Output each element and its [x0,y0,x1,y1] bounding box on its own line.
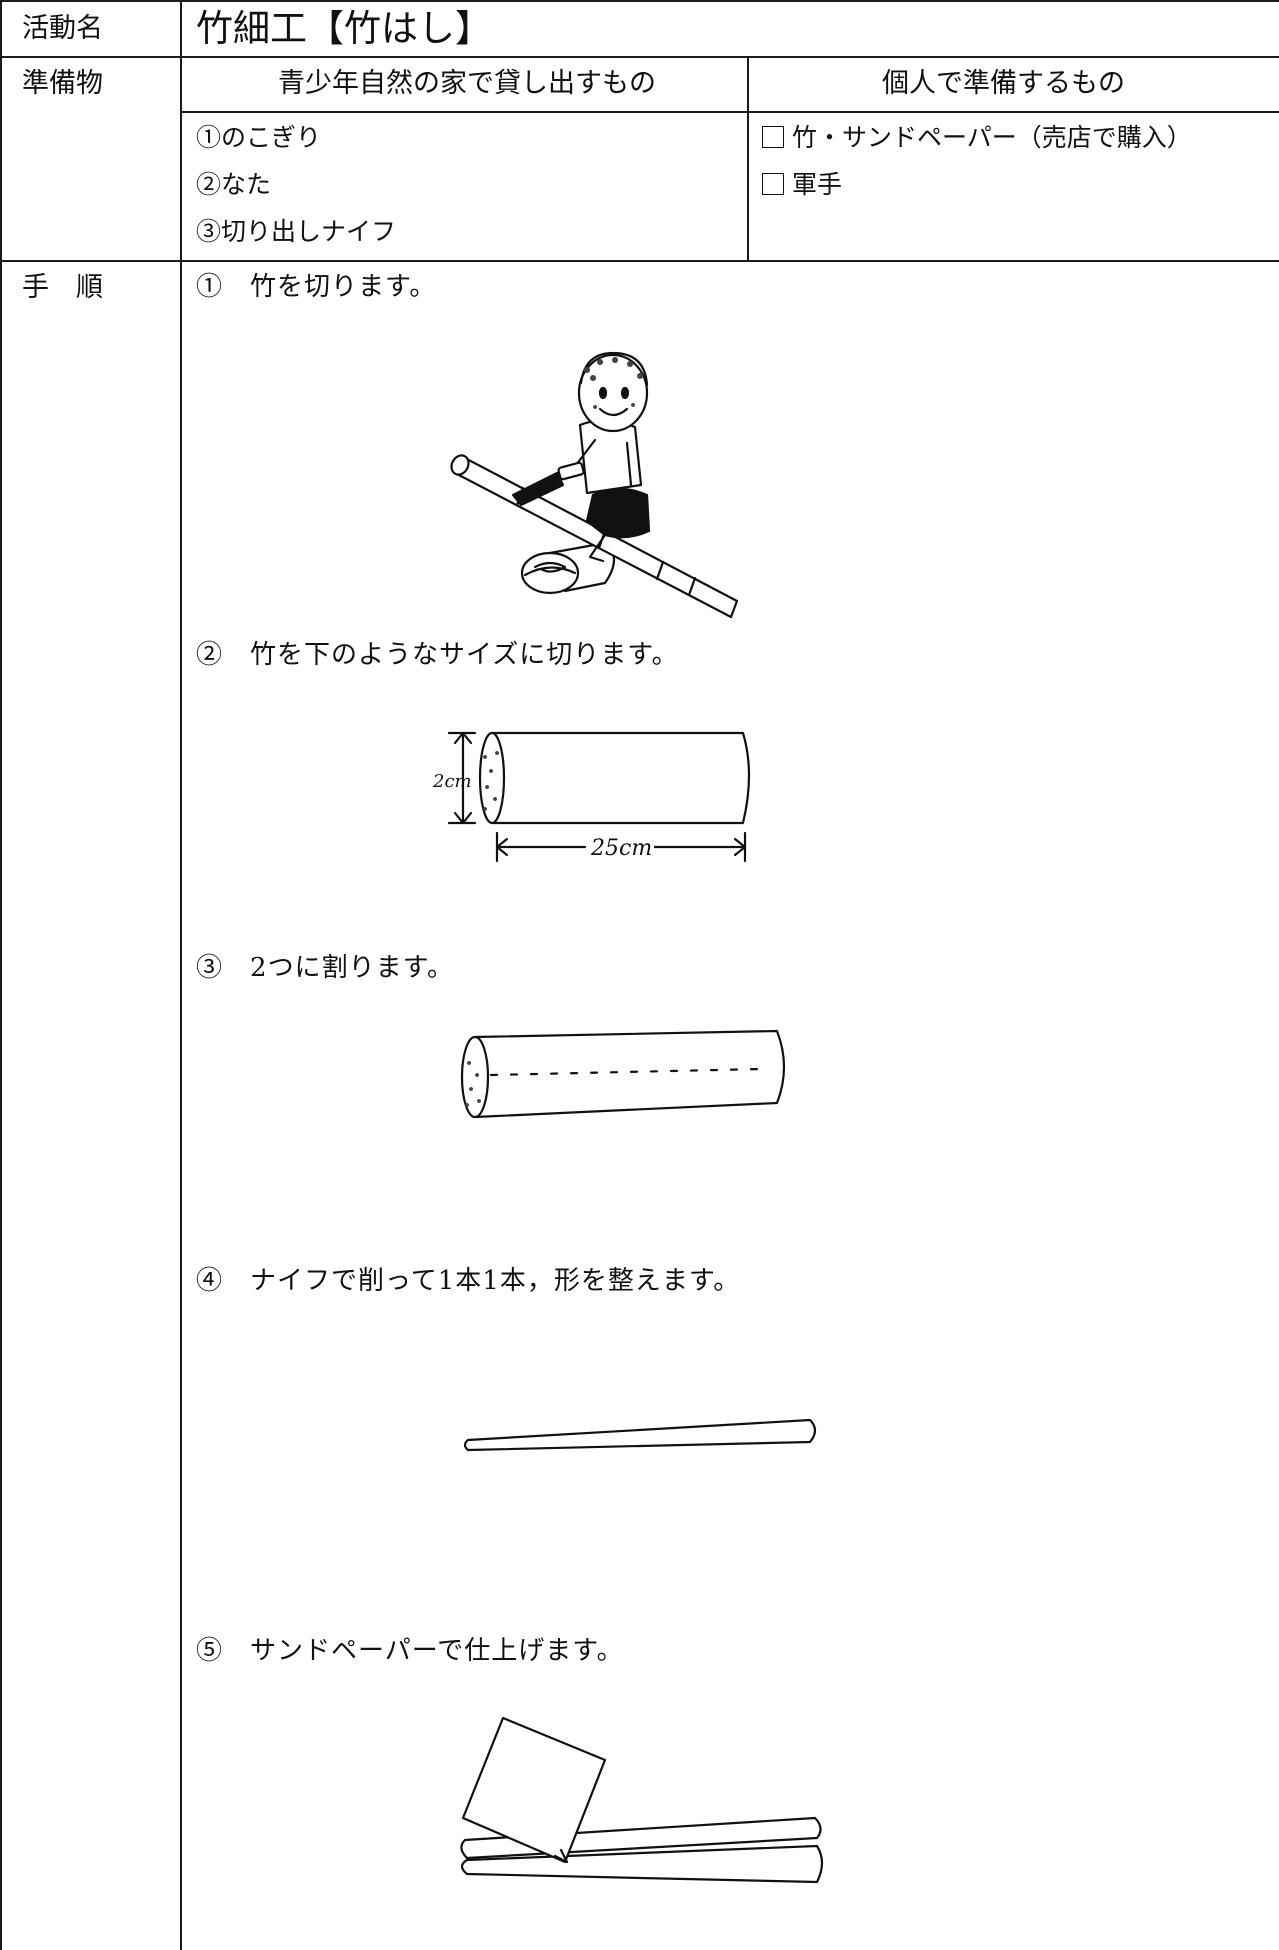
procedure-label: 手 順 [22,272,103,303]
step-5: ⑤ サンドペーパーで仕上げます。 [196,1638,624,1664]
length-label: 25cm [590,836,652,861]
lend-item: ③切り出しナイフ [196,217,397,246]
step-number: ④ [196,1266,224,1296]
lend-item: ①のこぎり [196,123,322,152]
step-4: ④ ナイフで削って1本1本，形を整えます。 [196,1268,740,1294]
diameter-label: 2cm [432,771,472,792]
sanding-chopsticks-illustration [460,1716,824,1884]
lend-item: ②なた [196,170,272,199]
table-divider-preparation [0,260,1279,262]
step-text: サンドペーパーで仕上げます。 [250,1636,624,1666]
step-text: 竹を切ります。 [250,272,437,302]
boy-sawing-bamboo-illustration [450,351,739,619]
step-2: ② 竹を下のようなサイズに切ります。 [196,642,679,668]
step-number: ③ [196,953,224,983]
step-number: ⑤ [196,1636,224,1666]
step-1: ① 竹を切ります。 [196,274,436,300]
step-text: 2つに割ります。 [250,953,454,983]
personal-header: 個人で準備するもの [882,68,1125,99]
activity-label: 活動名 [22,13,103,44]
chopstick-illustration [463,1418,817,1452]
personal-item-row: 竹・サンドペーパー（売店で購入） [762,125,1192,150]
table-divider-header [180,111,1279,113]
personal-item-label: 竹・サンドペーパー（売店で購入） [792,123,1192,152]
table-preparation-column-divider [747,56,749,261]
checkbox-square-icon [762,173,784,195]
preparation-label: 準備物 [22,68,103,99]
checkbox-square-icon [762,126,784,148]
activity-title: 竹細工【竹はし】 [196,7,492,50]
step-text: 竹を下のようなサイズに切ります。 [250,640,679,670]
table-border-left [0,0,2,1950]
table-label-column-divider [180,0,182,1950]
table-divider-activity [0,56,1279,58]
step-3: ③ 2つに割ります。 [196,955,454,981]
split-bamboo-illustration [460,1029,786,1119]
personal-item-row: 軍手 [762,172,842,197]
lend-header: 青少年自然の家で貸し出すもの [278,68,656,99]
bamboo-size-diagram: 2cm 25cm [432,731,751,863]
step-number: ② [196,640,224,670]
step-text: ナイフで削って1本1本，形を整えます。 [250,1266,741,1296]
personal-item-label: 軍手 [792,170,843,199]
step-number: ① [196,272,224,302]
table-border-top [0,0,1279,2]
